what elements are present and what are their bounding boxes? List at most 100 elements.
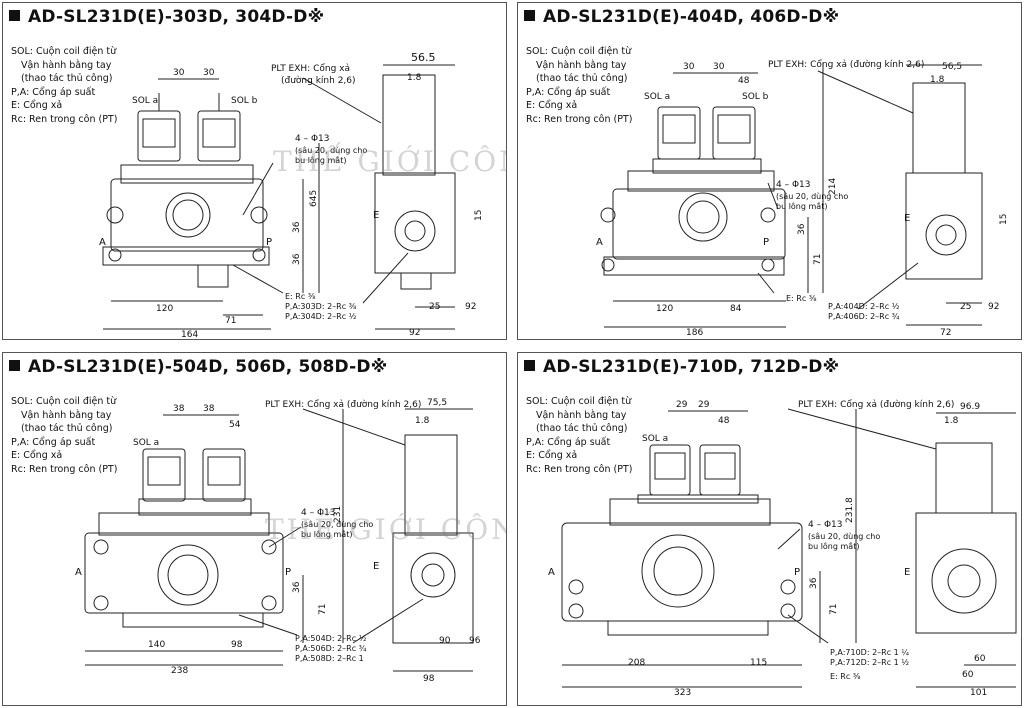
port-a-label: A (75, 567, 82, 578)
dim-h1: 36 (292, 581, 302, 593)
svg-text:E: E (373, 561, 379, 572)
legend-line: (thao tác thủ công) (21, 423, 113, 434)
legend-line: (thao tác thủ công) (21, 73, 113, 84)
valve-top-block (98, 512, 270, 536)
dim-side-o: 1.8 (944, 416, 959, 426)
drawing-404d: SOL a SOL b A P 30 30 48 120 84 186 36 7… (596, 59, 1009, 338)
bolt-hole (261, 539, 277, 555)
dim-h1: 36 (809, 577, 819, 589)
legend-line: P,A: Cổng áp suất (11, 86, 96, 98)
port-stub (197, 264, 229, 288)
dim-h3: 231.8 (845, 497, 855, 523)
legend-line: Vận hành bằng tay (21, 59, 112, 71)
valve-top-block (120, 164, 254, 184)
valve-top-block (627, 170, 775, 192)
base-plate (607, 620, 769, 636)
dim-w3: 164 (181, 330, 198, 339)
sol-a-label: SOL a (132, 96, 158, 106)
panel-title: AD-SL231D(E)-404D, 406D-D※ (524, 7, 839, 27)
drawing-504d: SOL a A P 38 38 54 140 98 238 36 71 231 … (75, 398, 481, 684)
dim-top3: 48 (738, 76, 750, 86)
base-plate (122, 612, 264, 628)
dim-top1: 38 (173, 404, 185, 414)
dim-w2: 115 (750, 658, 767, 668)
dim-top2: 38 (203, 404, 215, 414)
dim-w1: 140 (148, 640, 165, 650)
dim-side-b3: 72 (940, 328, 951, 338)
dim-top1: 30 (173, 68, 185, 78)
bolt-hole (261, 595, 277, 611)
bolt-hole (252, 248, 266, 262)
dim-side-b3: 98 (423, 674, 435, 684)
legend-line: E: Cổng xả (11, 450, 63, 461)
side-coil (404, 434, 458, 536)
legend: SOL: Cuộn coil điện từ Vận hành bằng tay… (11, 395, 117, 476)
bolt-hole (568, 579, 584, 595)
coil-a (142, 448, 186, 502)
svg-text:E: E (373, 210, 379, 221)
port-p-label: P (285, 567, 291, 578)
legend-line: E: Cổng xả (526, 100, 578, 111)
legend-line: Rc: Ren trong côn (PT) (11, 463, 118, 475)
panel-710d: AD-SL231D(E)-710D, 712D-D※ SOL: Cuộn coi… (517, 352, 1022, 706)
dim-side-o: 1.8 (930, 75, 945, 85)
legend-line: Vận hành bằng tay (536, 409, 627, 421)
bolt-hole (780, 603, 796, 619)
dim-side-b1: 90 (439, 636, 451, 646)
dim-w2: 84 (730, 304, 742, 314)
drawing-710d: SOL a A P 29 29 48 208 115 323 36 71 231… (548, 399, 1017, 698)
dim-top3: 54 (229, 420, 241, 430)
legend-line: E: Cổng xả (11, 100, 63, 111)
legend-line: P,A: Cổng áp suất (526, 86, 611, 98)
bolt-label-3: bu lông mắt) (776, 201, 827, 211)
legend-line: Rc: Ren trong côn (PT) (526, 113, 633, 125)
legend-line: Rc: Ren trong côn (PT) (526, 463, 633, 475)
dim-side-h: 15 (999, 214, 1009, 225)
port-note: P,A:504D: 2–Rc ½ (295, 634, 367, 643)
dim-side-b2: 96 (469, 636, 481, 646)
legend: SOL: Cuộn coil điện từ Vận hành bằng tay… (526, 45, 632, 126)
port-p-label: P (266, 237, 272, 248)
bolt-hole (601, 258, 615, 272)
port-note: E: Rc ⅜ (830, 672, 861, 681)
center-port (157, 544, 219, 606)
dim-side-b2: 92 (465, 302, 476, 312)
bolt-label-2: (sâu 20, dùng cho (776, 192, 848, 201)
bolt-label-3: bu lông mắt) (301, 529, 352, 539)
legend-line: Rc: Ren trong côn (PT) (11, 113, 118, 125)
dim-side-b1: 60 (974, 654, 986, 664)
sol-a-label: SOL a (644, 92, 670, 102)
dim-h2: 36 (292, 253, 302, 265)
panel-303d: AD-SL231D(E)-303D, 304D-D※ SOL: Cuộn coi… (2, 2, 507, 340)
legend-line: SOL: Cuộn coil điện từ (11, 46, 117, 57)
side-body (374, 172, 456, 274)
side-body (905, 172, 983, 280)
dim-top3: 48 (718, 416, 730, 426)
bolt-label: 4 – Φ13 (808, 520, 842, 530)
sol-a-label: SOL a (642, 434, 668, 444)
port-note: P,A:303D: 2–Rc ⅜ (285, 302, 357, 311)
center-port (678, 192, 728, 242)
port-note: P,A:506D: 2–Rc ¾ (295, 644, 367, 653)
legend: SOL: Cuộn coil điện từ Vận hành bằng tay… (11, 45, 117, 126)
port-a-label: A (548, 567, 555, 578)
port-a-label: A (596, 237, 603, 248)
side-coil (912, 82, 966, 174)
bolt-hole (106, 206, 124, 224)
plt-label: PLT EXH: Cổng xả (đường kính 2,6) (798, 399, 954, 410)
dim-side-b1: 25 (960, 302, 971, 312)
bolt-label-2: (sâu 20, dùng cho (295, 146, 367, 155)
port-a-label: A (99, 237, 106, 248)
coil-b (202, 448, 246, 502)
legend-line: Vận hành bằng tay (21, 409, 112, 421)
panel-title: AD-SL231D(E)-303D, 304D-D※ (9, 7, 324, 27)
dim-side-w: 75,5 (427, 398, 447, 408)
bolt-hole (250, 206, 268, 224)
dim-h2: 71 (829, 604, 839, 615)
dim-side-w: 56,5 (942, 62, 962, 72)
sol-b-label: SOL b (742, 92, 769, 102)
dim-side-w: 96.9 (960, 402, 980, 412)
port-note: P,A:712D: 2–Rc 1 ½ (830, 658, 909, 667)
bolt-hole (93, 539, 109, 555)
